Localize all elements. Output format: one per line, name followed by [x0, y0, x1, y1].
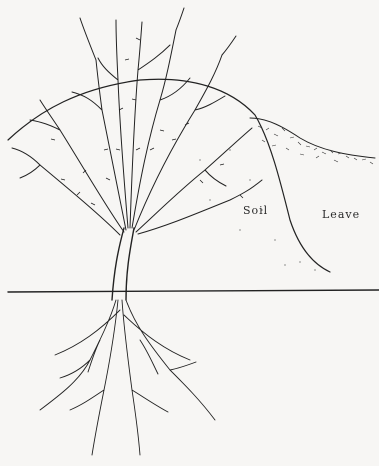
leaves-label: Leave [322, 208, 360, 221]
rose-canes [12, 8, 262, 235]
root-system [40, 300, 215, 455]
soil-label: Soil [243, 204, 268, 217]
leaves-pile-outline [250, 118, 375, 158]
ground-line [8, 290, 379, 292]
cane-thorns [51, 38, 243, 205]
main-stem [112, 228, 134, 300]
soil-mound-outline [8, 79, 330, 272]
